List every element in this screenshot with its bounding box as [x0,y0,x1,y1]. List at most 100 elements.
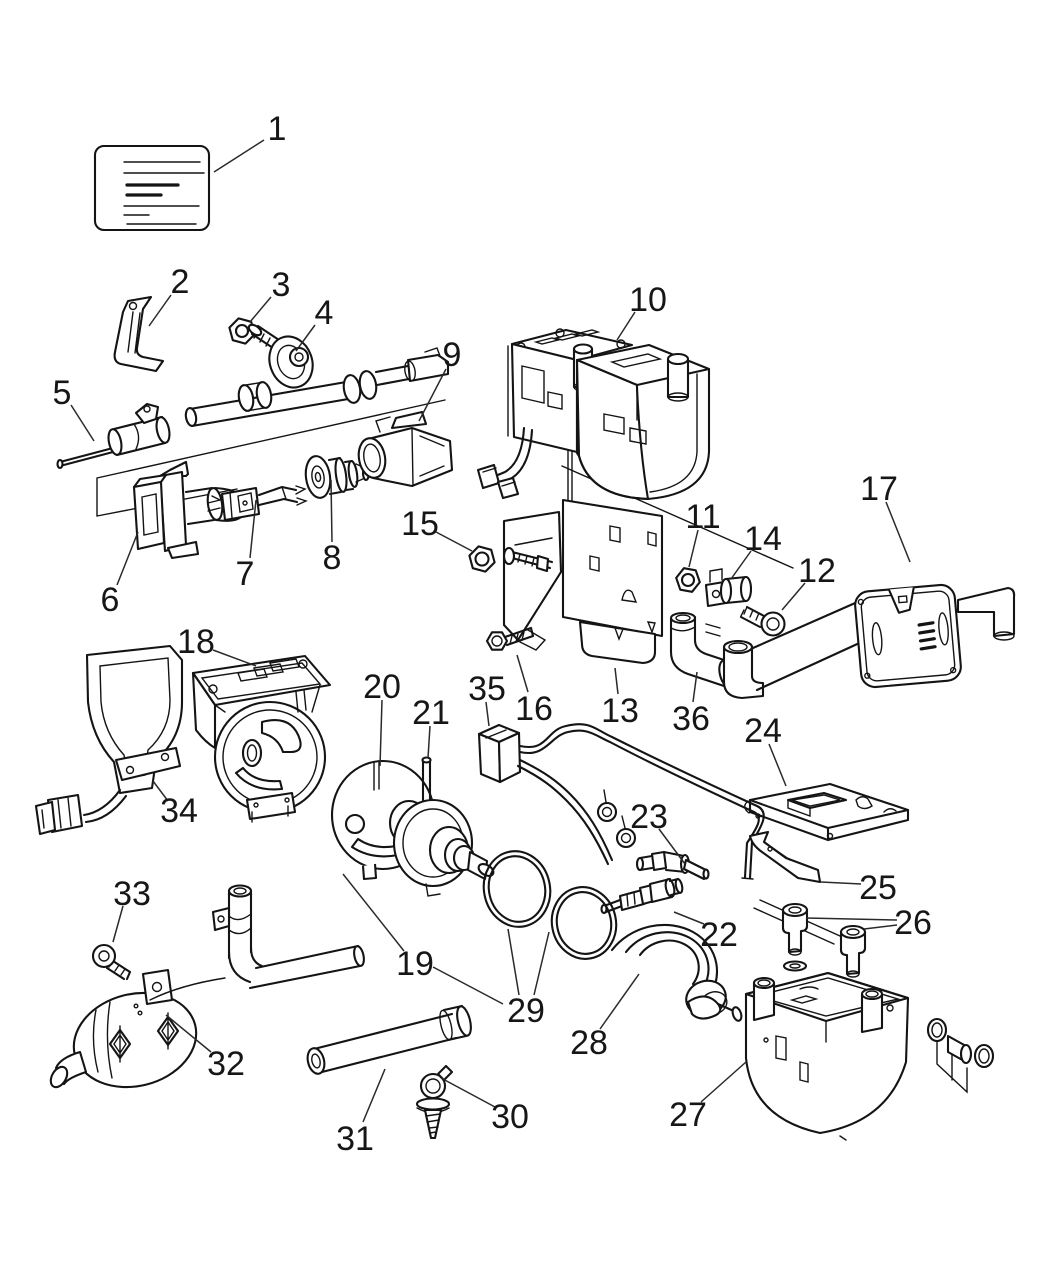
part-16-hex-bolt [485,626,535,651]
part-21-burner-insert [392,756,495,897]
part-31-hose [306,1004,472,1075]
part-9-connector-housing [357,410,454,488]
leader-line-8 [330,479,333,543]
callout-6-connector-block: 6 [101,581,120,619]
leader-line-9 [418,368,447,422]
part-10-heater-unit [476,328,711,501]
leader-line-28 [599,973,640,1030]
leader-line-15 [435,531,473,552]
callout-8-grommet-plug: 8 [323,539,342,577]
part-13-mounting-bracket-plate [502,498,664,665]
part-14-pipe-clamp [704,568,753,608]
callout-1-information-label: 1 [268,110,287,148]
part-2-mounting-bracket-strap [113,295,165,373]
leader-line-4 [295,324,316,352]
callout-30-push-pin-clip: 30 [491,1098,529,1136]
leader-line-1 [213,139,265,173]
leader-line-14 [730,550,752,580]
part-30-push-pin-clip [415,1064,454,1140]
leader-line-26 [863,924,898,930]
leader-line-19 [432,966,504,1005]
leader-line-24 [768,743,787,787]
callout-3-hex-nut: 3 [272,266,291,304]
callout-31-hose: 31 [336,1120,374,1158]
callout-21-burner-insert: 21 [412,694,450,732]
callout-11-hex-nut: 11 [685,498,720,536]
part-33-screw [91,943,132,981]
leader-line-13 [614,667,619,695]
leader-line-6 [116,531,139,586]
callout-10-heater-unit: 10 [629,281,667,319]
callout-29-o-ring-seals: 29 [507,992,545,1030]
callout-14-pipe-clamp: 14 [744,520,782,558]
part-1-information-label [93,144,211,232]
leader-line-7 [249,499,257,559]
leader-line-32 [165,1014,212,1053]
leader-line-5 [70,404,95,442]
callout-25-retaining-strap: 25 [859,869,897,907]
part-8-grommet-plug [304,455,371,499]
callout-4-valve-assembly: 4 [315,294,334,332]
leader-line-30 [440,1077,496,1108]
callout-33-screw: 33 [113,875,151,913]
part-28-burner-cartridge [610,923,743,1022]
part-6-connector-block [132,460,248,560]
leader-line-29 [533,931,550,996]
callout-18-blower-housing: 18 [177,623,215,661]
callout-7-terminal-connector: 7 [236,555,255,593]
callout-34-air-duct: 34 [160,792,198,830]
callout-35-wiring-harness-relay: 35 [468,670,506,708]
callout-15-hex-nut: 15 [401,505,439,543]
part-12-bolt [739,605,786,637]
part-27-lower-housing-shell [744,971,910,1141]
leader-line-11 [688,529,699,568]
leader-line-34 [152,780,169,802]
callout-36-exhaust-elbow: 36 [672,700,710,738]
callout-22-glow-plug: 22 [700,916,738,954]
callout-12-bolt: 12 [798,552,836,590]
leader-line-21 [427,725,431,759]
callout-24-cover-plate: 24 [744,712,782,750]
part-24-cover-plate [744,782,910,842]
part-22-glow-plug [600,877,684,915]
callout-23-temperature-sensor: 23 [630,798,668,836]
part-29-o-rings [482,850,618,960]
callout-16-hex-bolt: 16 [515,690,553,728]
part-32-intake-silencer [49,884,365,1089]
leader-line-3 [249,296,272,323]
leader-line-23 [658,828,686,865]
callout-32-intake-silencer: 32 [207,1045,245,1083]
part-35-wiring-harness-relay [477,723,765,880]
leader-line-35 [485,701,490,727]
leader-line-33 [112,905,124,943]
leader-line-18 [212,649,257,667]
callout-13-mounting-bracket-plate: 13 [601,692,639,730]
part-seal-kit-group [926,1017,995,1094]
leader-line-2 [148,294,172,327]
callout-2-mounting-bracket-strap: 2 [171,263,190,301]
callout-20-gasket-plate: 20 [363,668,401,706]
leader-line-25 [820,881,862,885]
part-4-valve-assembly [184,323,450,428]
part-7-terminal-connector [207,485,308,522]
leader-line-31 [362,1068,386,1123]
callout-26-fuel-fittings-with-washers: 26 [894,904,932,942]
callout-5-actuating-rod: 5 [53,374,72,412]
callout-27-lower-housing-shell: 27 [669,1096,707,1134]
leader-line-17 [885,501,911,563]
leader-line-10 [616,311,636,341]
part-15-hex-nut [468,545,496,573]
part-3-hex-nut [228,317,256,345]
callout-19-gasket-seal-group: 19 [396,945,434,983]
part-25-retaining-strap [748,830,822,884]
part-34-air-duct [34,644,184,836]
leader-line-29 [507,928,520,996]
callout-28-burner-cartridge: 28 [570,1024,608,1062]
callout-9-connector-housing: 9 [443,336,462,374]
part-18-blower-housing [191,654,332,823]
leader-line-20 [379,699,383,767]
leader-line-19 [342,873,405,952]
callout-17-exhaust-muffler-assembly: 17 [860,470,898,508]
part-11-hex-nut [675,567,701,593]
